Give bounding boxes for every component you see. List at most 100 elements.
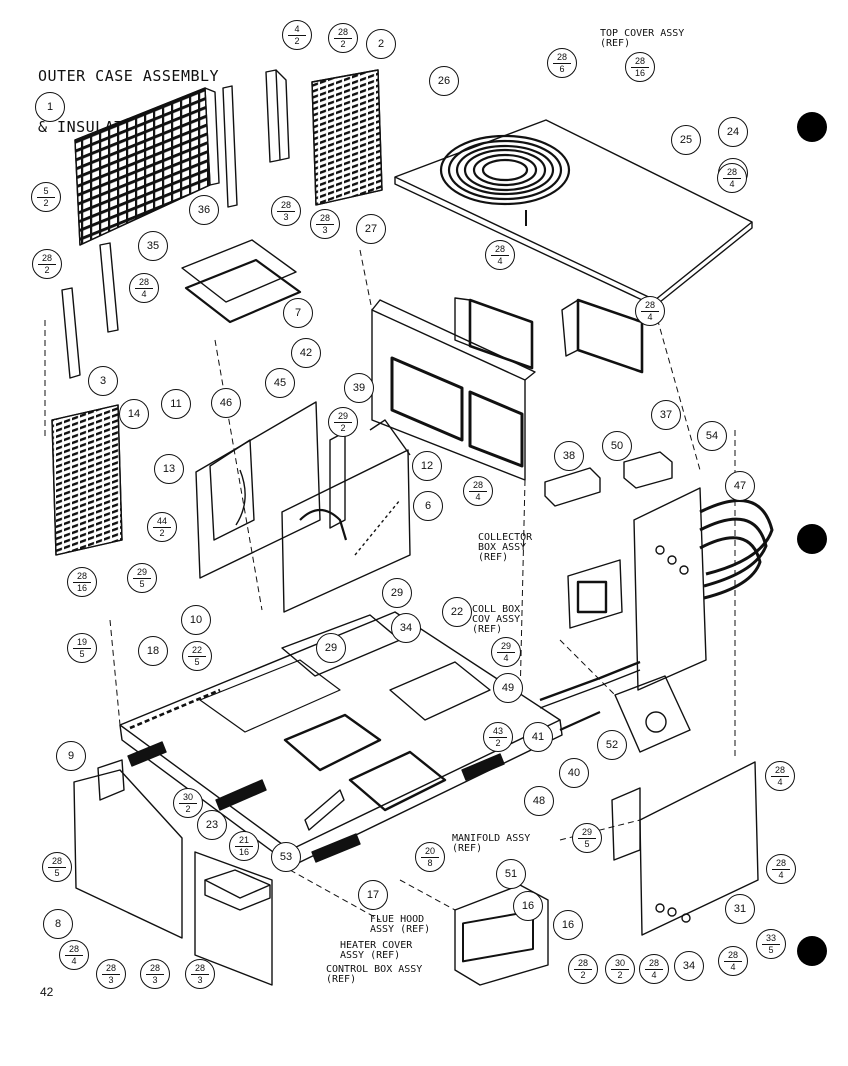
gasket-frames [454,297,644,374]
divider-panel [195,401,321,579]
callout-bubble: 29 [382,578,412,608]
page-number: 42 [40,985,54,999]
callout-bubble: 34 [674,951,704,981]
callout-bubble: 25 [671,125,701,155]
callout-bubble: 37 [651,400,681,430]
callout-bubble: 40 [559,758,589,788]
callout-bubble: 39 [344,373,374,403]
callout-bubble: 35 [138,231,168,261]
callout-bubble: 38 [554,441,584,471]
callout-bubble: 17 [358,880,388,910]
callout-bubble: 14 [119,399,149,429]
top-cover [394,119,753,307]
callout-bubble: 7 [283,298,313,328]
callout-bubble: 27 [356,214,386,244]
gas-manifold [539,660,691,753]
callout-bubble: 45 [265,368,295,398]
callout-bubble: 2 [366,29,396,59]
callout-bubble: 23 [197,810,227,840]
callout-bubble: 24 [718,117,748,147]
callout-bubble: 53 [271,842,301,872]
binder-hole-top [797,112,827,142]
label-coll-box-cov-assy: COLL BOX COV ASSY (REF) [472,604,521,635]
callout-bubble: 18 [138,636,168,666]
callout-bubble: 8 [43,909,73,939]
label-collector-box-assy: COLLECTOR BOX ASSY (REF) [478,532,533,563]
label-top-cover-assy: TOP COVER ASSY (REF) [600,28,685,49]
label-manifold-assy: MANIFOLD ASSY (REF) [452,833,531,854]
callout-bubble: 42 [291,338,321,368]
partition-panel [371,299,536,481]
callout-bubble: 34 [391,613,421,643]
callout-bubble: 10 [181,605,211,635]
callout-bubble: 16 [553,910,583,940]
callout-bubble: 47 [725,471,755,501]
binder-hole-bottom [797,936,827,966]
label-heater-cover-assy: HEATER COVER ASSY (REF) [340,940,413,961]
callout-bubble: 11 [161,389,191,419]
label-control-box-assy: CONTROL BOX ASSY (REF) [326,964,423,985]
binder-hole-middle [797,524,827,554]
collector-box [544,451,673,629]
right-side-panel [611,761,759,936]
rear-grille-panel [311,69,383,206]
callout-bubble: 31 [725,894,755,924]
callout-bubble: 54 [697,421,727,451]
callout-bubble: 26 [429,66,459,96]
callout-bubble: 46 [211,388,241,418]
left-grille-panel [74,87,220,246]
insulation-pads [181,239,302,324]
callout-bubble: 12 [412,451,442,481]
callout-bubble: 22 [442,597,472,627]
callout-bubble: 48 [524,786,554,816]
callout-bubble: 3 [88,366,118,396]
callout-bubble: 50 [602,431,632,461]
callout-bubble: 6 [413,491,443,521]
access-panel [194,851,273,986]
corner-posts [61,69,290,379]
callout-bubble: 16 [513,891,543,921]
callout-bubble: 1 [35,92,65,122]
heat-exchanger [633,487,774,691]
label-flue-hood-assy: FLUE HOOD ASSY (REF) [370,914,431,935]
callout-bubble: 52 [597,730,627,760]
title-line-1: OUTER CASE ASSEMBLY [38,67,220,85]
callout-bubble: 36 [189,195,219,225]
front-left-panel [73,759,183,939]
base-rails [127,741,505,863]
